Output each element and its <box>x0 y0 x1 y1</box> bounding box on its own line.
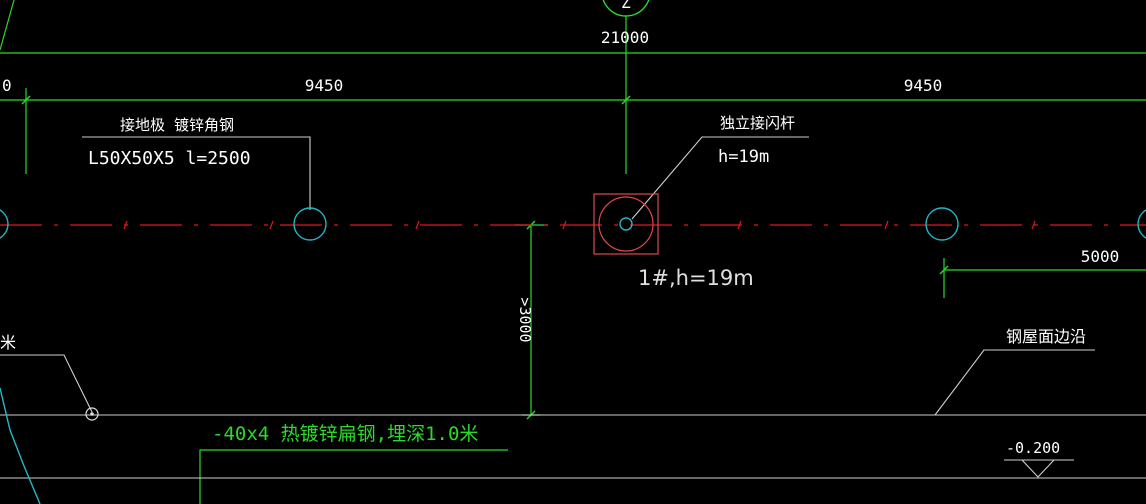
grounding-title: 接地极 镀锌角钢 <box>120 116 234 134</box>
dimension-total: 21000 <box>601 28 649 47</box>
grounding-electrode-marker[interactable] <box>1137 208 1146 240</box>
roof-edge-leader <box>934 349 1095 416</box>
elevation-label: -0.200 <box>1006 439 1060 457</box>
cyan-left-curve <box>0 387 41 504</box>
dimension-right-offset: 5000 <box>1081 247 1120 266</box>
red-tick <box>269 220 274 230</box>
red-tick <box>415 220 420 230</box>
rod-height: h=19m <box>718 147 769 167</box>
rod-title: 独立接闪杆 <box>720 114 795 132</box>
grounding-electrode-marker[interactable] <box>293 207 327 241</box>
dimension-vertical: >3000 <box>516 297 534 342</box>
steel-strip-leader <box>199 449 508 504</box>
dimension-ticks <box>21 95 949 420</box>
red-axis-ticks <box>123 220 1036 230</box>
rod-leader <box>631 136 809 220</box>
axis-bubble-label: Z <box>621 0 631 12</box>
roof-edge-label: 钢屋面边沿 <box>1006 327 1086 346</box>
red-tick <box>562 220 567 230</box>
dimension-left-span: 9450 <box>305 76 344 95</box>
red-tick <box>1031 220 1036 230</box>
grounding-electrode-marker[interactable] <box>0 208 9 240</box>
junction-node-dot <box>90 412 94 416</box>
steel-strip-label: -40x4 热镀锌扁钢,埋深1.0米 <box>212 423 478 445</box>
grounding-spec: L50X50X5 l=2500 <box>88 148 251 169</box>
lightning-rod-base[interactable] <box>593 193 659 255</box>
elevation-triangle <box>1021 459 1055 478</box>
rod-inner-marker <box>619 217 633 231</box>
dimension-right-span: 9450 <box>904 76 943 95</box>
cyan-markers <box>0 207 1146 504</box>
tick-center <box>621 95 631 105</box>
tick-left <box>21 95 31 105</box>
grounding-electrode-marker[interactable] <box>925 207 959 241</box>
lightning-rod-ring <box>598 196 654 252</box>
tick-right-offset <box>939 265 949 275</box>
red-tick <box>884 220 889 230</box>
left-partial-leader <box>0 354 93 413</box>
corner-diagonal <box>0 0 15 51</box>
left-partial-label: 米 <box>0 333 16 352</box>
red-tick <box>123 220 128 230</box>
grounding-leader <box>82 136 311 210</box>
red-tick <box>737 220 742 230</box>
junction-node[interactable] <box>85 407 99 421</box>
rod-tag: 1#,h=19m <box>638 266 754 290</box>
wire-lines <box>0 136 1146 479</box>
dimension-left-edge: 0 <box>2 76 12 95</box>
axis-bubble[interactable] <box>602 0 650 17</box>
